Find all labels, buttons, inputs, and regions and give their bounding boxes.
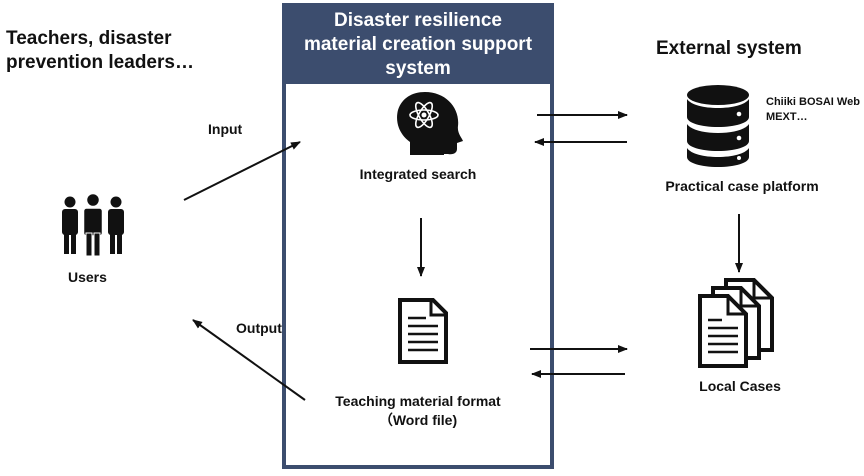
database-note: Chiiki BOSAI Web MEXT… bbox=[766, 95, 860, 125]
database-note-line1: Chiiki BOSAI Web bbox=[766, 96, 860, 108]
head-atom-icon bbox=[397, 92, 463, 155]
system-title-line3: system bbox=[385, 58, 451, 79]
users-label: Users bbox=[68, 269, 107, 285]
teachers-heading: Teachers, disaster prevention leaders… bbox=[6, 27, 194, 75]
teaching-material-format-label: Teaching material format （Word file) bbox=[282, 392, 554, 430]
input-label: Input bbox=[208, 121, 243, 137]
local-cases-label: Local Cases bbox=[699, 378, 781, 394]
teachers-heading-line2: prevention leaders… bbox=[6, 52, 194, 73]
output-label: Output bbox=[236, 320, 282, 336]
users-icon bbox=[62, 192, 124, 257]
format-label-line1: Teaching material format bbox=[335, 393, 501, 409]
format-label-line2: （Word file) bbox=[378, 412, 458, 428]
database-note-line2: MEXT… bbox=[766, 111, 808, 123]
output-arrow bbox=[192, 319, 306, 401]
system-title-line1: Disaster resilience bbox=[334, 10, 502, 31]
input-arrow bbox=[183, 141, 301, 201]
document-icon bbox=[398, 298, 448, 364]
system-title: Disaster resilience material creation su… bbox=[282, 3, 554, 84]
teachers-heading-line1: Teachers, disaster bbox=[6, 28, 172, 49]
database-icon bbox=[687, 85, 749, 167]
practical-case-platform-label: Practical case platform bbox=[665, 178, 819, 194]
external-system-heading: External system bbox=[656, 38, 802, 59]
integrated-search-label: Integrated search bbox=[359, 166, 477, 182]
stacked-documents-icon bbox=[698, 278, 774, 368]
system-title-line2: material creation support bbox=[303, 34, 533, 55]
